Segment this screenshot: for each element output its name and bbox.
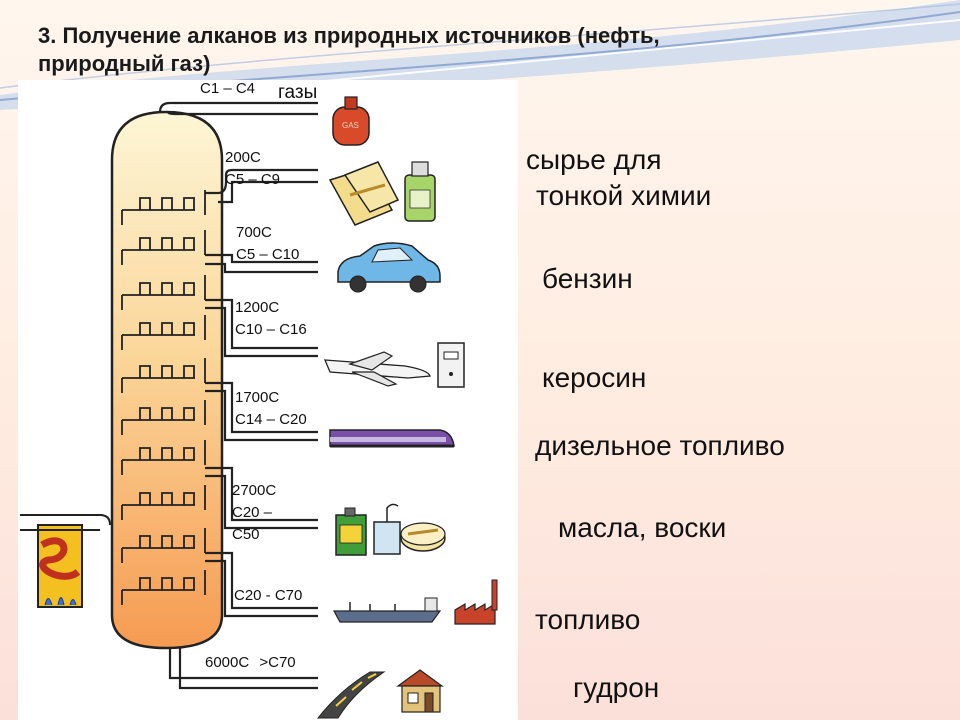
label-fraction-7-range: >С70 [259, 654, 296, 671]
slide-title-line1: 3. Получение алканов из природных источн… [38, 23, 660, 48]
tin-icon [400, 522, 446, 552]
label-fraction-5-range-b: С50 [232, 526, 260, 543]
slide-title-line2: природный газ) [38, 51, 211, 76]
label-fraction-6-range: С20 - С70 [234, 587, 303, 604]
label-fraction-5-range-a: С20 – [232, 504, 273, 521]
airplane-icon [323, 351, 431, 387]
label-fraction-3-temp: 1200С [235, 299, 280, 316]
label-fraction-1: 200С С5 – С9 [225, 147, 280, 191]
label-fraction-3-range: С10 – С16 [235, 321, 307, 338]
ship-icon [332, 597, 442, 623]
product-fine-chemistry: тонкой химии [536, 180, 712, 211]
tank-icon [437, 342, 465, 388]
label-gases: газы [278, 82, 318, 103]
label-c1-c4: С1 – С4 [200, 78, 255, 100]
label-fraction-7-temp: 6000С [205, 654, 250, 671]
label-fraction-7: 6000С >С70 [205, 652, 296, 674]
label-c1-c4-range: С1 – С4 [200, 80, 256, 97]
column-trays [121, 190, 206, 605]
oil-can-icon [335, 507, 367, 556]
label-fraction-4-range: С14 – С20 [235, 411, 307, 428]
bottle-icon [404, 161, 436, 222]
product-fuel: топливо [535, 604, 641, 635]
product-gasoline: бензин [542, 263, 633, 294]
label-fraction-6: С20 - С70 [234, 585, 302, 607]
label-fraction-2: 700С С5 – С10 [236, 222, 299, 266]
train-icon [329, 429, 455, 448]
label-fraction-5: 2700С С20 – С50 [232, 480, 276, 546]
factory-icon [454, 579, 498, 625]
label-fraction-4: 1700С С14 – С20 [235, 387, 307, 431]
product-raw-material: сырье для [526, 144, 662, 175]
car-icon [337, 242, 441, 293]
product-kerosene: керосин [542, 362, 647, 393]
product-oils-waxes: масла, воски [558, 512, 727, 543]
house-icon [396, 669, 444, 713]
road-icon [316, 671, 386, 719]
label-fraction-4-temp: 1700С [235, 389, 280, 406]
label-fraction-2-range: С5 – С10 [236, 246, 300, 263]
label-fraction-1-temp: 200С [225, 149, 261, 166]
slide-title: 3. Получение алканов из природных источн… [38, 22, 838, 78]
label-fraction-3: 1200С С10 – С16 [235, 297, 307, 341]
label-fraction-1-range: С5 – С9 [225, 171, 281, 188]
outlet-pipes [158, 101, 318, 690]
label-fraction-5-temp: 2700С [232, 482, 277, 499]
sacks-icon [328, 161, 400, 226]
product-diesel: дизельное топливо [535, 430, 785, 461]
jar-icon [373, 503, 401, 555]
svg-text:GAS: GAS [342, 121, 359, 130]
furnace-icon [20, 514, 111, 608]
gas-cylinder-icon: GAS [332, 96, 370, 146]
product-tar: гудрон [573, 672, 660, 703]
label-fraction-2-temp: 700С [236, 224, 272, 241]
